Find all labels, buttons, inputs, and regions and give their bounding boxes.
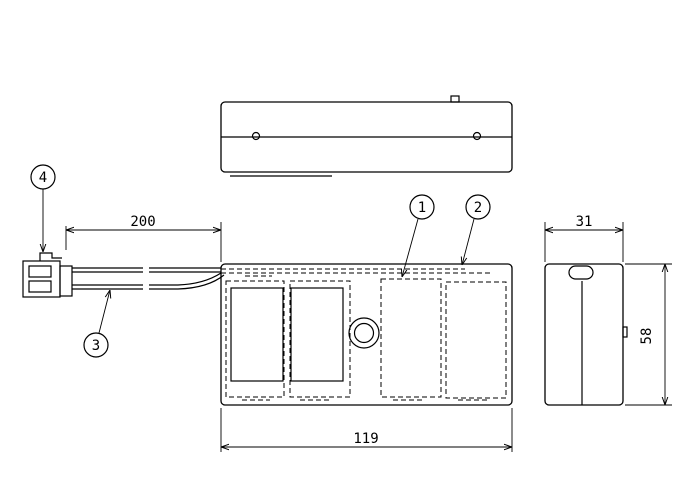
dimension-label-cable-length: 200 (130, 214, 155, 230)
callout-number: 1 (418, 200, 426, 216)
top-view (220, 95, 513, 177)
callout-balloon (409, 194, 435, 220)
callout-4: 4 (30, 164, 56, 252)
top-view-pin-right (472, 131, 482, 141)
top-view-tab (450, 95, 460, 103)
lead-wire-assembly (22, 252, 225, 298)
dimension-body-height: 58 (625, 263, 672, 406)
dimension-body-depth: 31 (544, 214, 624, 262)
dimension-cable-length: 200 (65, 214, 222, 262)
dimension-label-body-height: 58 (639, 328, 655, 345)
callout-leader (98, 290, 110, 334)
screw-outer-ring (348, 317, 380, 349)
cell-window-1 (230, 287, 284, 382)
side-view (544, 263, 628, 406)
connector-cavity-bottom (28, 280, 52, 293)
cell-compartment-1 (225, 280, 285, 398)
lead-wire-bend (177, 272, 222, 286)
callout-2: 2 (462, 194, 491, 265)
cell-window-2 (290, 287, 344, 382)
dimension-label-body-depth: 31 (576, 214, 593, 230)
callout-number: 3 (92, 338, 100, 354)
callout-balloon (465, 194, 491, 220)
side-view-tab (622, 326, 628, 338)
lead-wire-bend (177, 274, 225, 290)
connector-latch (39, 252, 62, 261)
front-view-body (220, 263, 513, 406)
cell-compartment-3 (380, 278, 442, 398)
callout-3: 3 (83, 290, 110, 358)
callout-balloon (83, 332, 109, 358)
callout-leader (462, 218, 475, 265)
connector-cavity-top (28, 265, 52, 278)
dimension-body-length: 119 (220, 408, 513, 452)
callout-number: 4 (39, 170, 47, 186)
side-view-slot (568, 265, 594, 280)
top-view-pin-left (251, 131, 261, 141)
callout-1: 1 (402, 194, 435, 277)
dimension-label-body-length: 119 (353, 431, 378, 447)
front-view (220, 263, 513, 406)
screw-head (353, 322, 375, 344)
callout-leader (402, 218, 419, 277)
side-view-body (544, 263, 624, 406)
callout-number: 2 (474, 200, 482, 216)
connector-boot (59, 265, 73, 297)
